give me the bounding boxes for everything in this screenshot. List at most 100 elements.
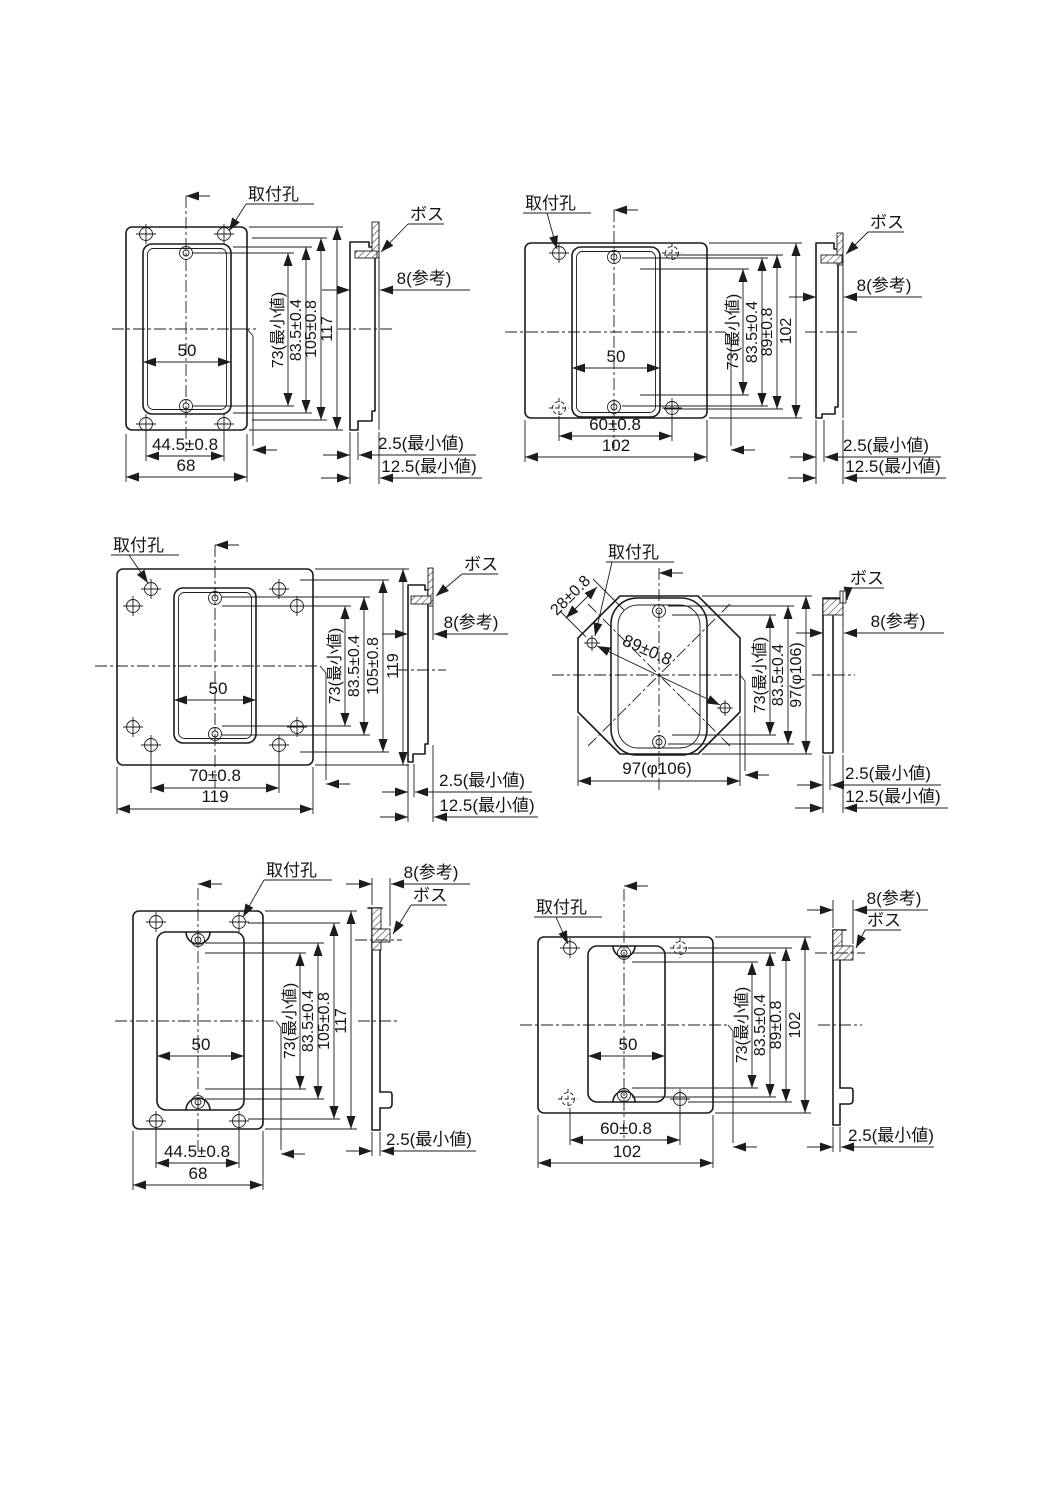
dim-outer-width: 119 bbox=[201, 787, 228, 806]
dim-screw-span: 83.5±0.4 bbox=[752, 994, 769, 1056]
dim-hole-span: 60±0.8 bbox=[600, 1119, 652, 1138]
dim-opening-height: 73(最小値) bbox=[733, 987, 751, 1063]
center-lines bbox=[552, 568, 769, 790]
panel-3-plate-119x119: 50 73(最小値) 83.5±0.4 105±0.8 119 70±0.8 1… bbox=[95, 536, 538, 822]
dim-opening-width: 50 bbox=[178, 341, 197, 360]
cutout-opening bbox=[587, 945, 666, 1103]
mount-hole-callout: 取付孔 bbox=[242, 861, 332, 918]
boss-label: ボス bbox=[464, 555, 498, 574]
dim-outer-height: 119 bbox=[385, 653, 402, 679]
mount-hole-callout: 取付孔 bbox=[111, 536, 179, 584]
leader-line bbox=[546, 212, 558, 250]
center-lines bbox=[112, 191, 277, 455]
boss-section bbox=[354, 250, 378, 259]
dim-opening-height: 73(最小値) bbox=[326, 628, 344, 704]
center-lines bbox=[115, 879, 305, 1159]
boss-label: ボス bbox=[413, 886, 447, 905]
dimension-lines bbox=[133, 911, 356, 1190]
leader-line bbox=[843, 586, 853, 601]
dim-depth-min: 12.5(最小値) bbox=[439, 796, 534, 815]
boss-callout: ボス bbox=[843, 569, 884, 601]
leader-line bbox=[845, 231, 869, 255]
side-view: 8(参考) 2.5(最小値) 12.5(最小値) bbox=[380, 567, 538, 822]
dim-hole-span: 70±0.8 bbox=[189, 766, 241, 785]
boss-callout: ボス bbox=[845, 213, 904, 255]
dim-inner-height: 105±0.8 bbox=[303, 300, 320, 358]
dim-screw-span: 83.5±0.4 bbox=[288, 299, 305, 361]
dim-hole-span: 44.5±0.8 bbox=[164, 1142, 230, 1161]
leader-line bbox=[593, 561, 613, 637]
boss-label: ボス bbox=[870, 213, 904, 232]
center-lines bbox=[95, 540, 350, 795]
dim-wall-min: 2.5(最小値) bbox=[845, 764, 931, 783]
leader-line bbox=[242, 879, 265, 918]
dimension-lines bbox=[538, 937, 810, 1168]
dim-outer-width: 102 bbox=[613, 1142, 641, 1161]
dim-hole-span: 89±0.8 bbox=[620, 631, 675, 669]
dim-depth-ref: 8(参考) bbox=[444, 613, 499, 632]
center-lines bbox=[520, 881, 757, 1152]
dim-outer-height: 97(φ106) bbox=[788, 642, 805, 708]
dim-screw-span: 83.5±0.4 bbox=[744, 301, 761, 363]
mount-hole-label: 取付孔 bbox=[536, 898, 587, 917]
dim-inner-height: 105±0.8 bbox=[365, 637, 382, 695]
extension-lines bbox=[559, 578, 812, 786]
plate-outline bbox=[125, 226, 248, 431]
leader-line bbox=[392, 904, 412, 935]
leader-line bbox=[435, 573, 463, 597]
dimension-lines bbox=[126, 227, 342, 482]
dim-depth-ref: 8(参考) bbox=[397, 269, 452, 288]
boss-section bbox=[832, 929, 843, 949]
side-view: 8(参考) ボス 2.5(最小値) bbox=[807, 889, 934, 1152]
center-lines bbox=[505, 205, 755, 455]
dim-depth-min: 12.5(最小値) bbox=[845, 787, 940, 806]
dimension-lines bbox=[525, 243, 801, 462]
leader-line bbox=[128, 554, 149, 584]
dim-opening-width: 50 bbox=[209, 679, 228, 698]
mount-hole-label: 取付孔 bbox=[266, 861, 317, 880]
dim-opening-height: 73(最小値) bbox=[269, 292, 287, 368]
mount-hole-label: 取付孔 bbox=[525, 194, 576, 213]
panel-1-plate-68x117: 50 73(最小値) 83.5±0.4 105±0.8 117 44.5±0.8… bbox=[112, 185, 482, 484]
boss-label: ボス bbox=[850, 569, 884, 588]
dim-opening-height: 73(最小値) bbox=[281, 983, 299, 1059]
dim-inner-height: 105±0.8 bbox=[316, 992, 333, 1050]
panel-5-plate-68x117-b: 50 73(最小値) 83.5±0.4 105±0.8 117 44.5±0.8… bbox=[115, 861, 476, 1190]
bottom-tab bbox=[839, 1087, 854, 1105]
leader-line bbox=[228, 203, 247, 232]
leader-line bbox=[855, 929, 866, 949]
dim-opening-width: 50 bbox=[607, 347, 626, 366]
dim-outer-width: 68 bbox=[189, 1164, 208, 1183]
dim-screw-span: 83.5±0.4 bbox=[770, 644, 787, 706]
dim-outer-height: 102 bbox=[787, 1012, 804, 1039]
mount-hole-label: 取付孔 bbox=[608, 543, 659, 562]
dim-outer-width: 97(φ106) bbox=[622, 759, 692, 778]
dim-screw-span: 83.5±0.4 bbox=[300, 990, 317, 1052]
dim-depth-ref: 8(参考) bbox=[867, 889, 922, 908]
dim-inner-height: 89±0.8 bbox=[768, 1000, 785, 1049]
boss-label: ボス bbox=[867, 911, 901, 930]
dim-wall-min: 2.5(最小値) bbox=[386, 1130, 472, 1149]
cutout-notch bbox=[612, 1090, 636, 1103]
boss-callout: ボス bbox=[855, 911, 901, 949]
dim-screw-span: 83.5±0.4 bbox=[346, 635, 363, 697]
mount-hole-callout: 取付孔 bbox=[593, 543, 674, 637]
side-view: 8(参考) 2.5(最小値) 12.5(最小値) bbox=[795, 590, 948, 813]
boss-section bbox=[371, 928, 391, 943]
mount-hole-label: 取付孔 bbox=[113, 536, 164, 555]
side-view: 8(参考) ボス 2.5(最小値) bbox=[346, 863, 476, 1156]
dim-opening-width: 50 bbox=[192, 1035, 211, 1054]
boss-section bbox=[410, 595, 432, 605]
boss-callout: ボス bbox=[380, 205, 444, 253]
dim-depth-ref: 8(参考) bbox=[857, 276, 912, 295]
side-profile bbox=[822, 597, 844, 754]
dim-wall-min: 2.5(最小値) bbox=[439, 771, 525, 790]
boss-section bbox=[820, 254, 843, 264]
dim-outer-height: 117 bbox=[319, 316, 336, 342]
extension-lines bbox=[132, 910, 357, 1190]
dimension-lines bbox=[565, 586, 811, 786]
dim-outer-width: 68 bbox=[177, 456, 196, 475]
cutout-notch bbox=[185, 931, 211, 945]
